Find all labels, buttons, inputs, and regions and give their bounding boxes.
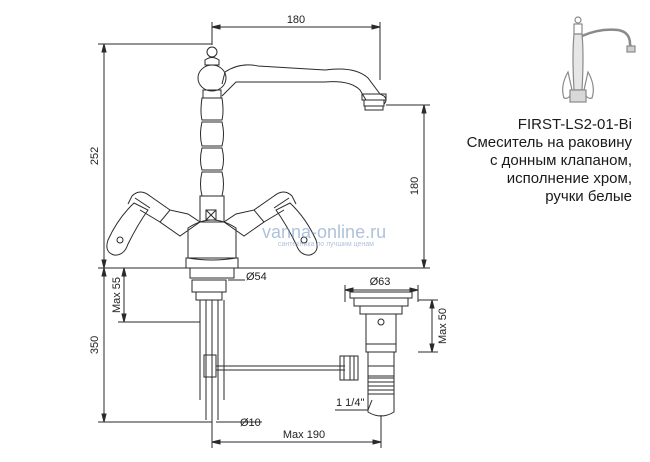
dim-label-d10: Ø10 xyxy=(240,417,261,429)
watermark-text: vanna-online.ru xyxy=(262,222,387,242)
description-line: исполнение хром, xyxy=(506,170,632,187)
dim-label-total-height: 252 xyxy=(89,147,101,165)
watermark: vanna-online.ru сантехника по лучшим цен… xyxy=(262,222,386,248)
dim-label-max55: Max 55 xyxy=(111,277,123,313)
dim-label-spout-height: 180 xyxy=(409,177,421,195)
description-line: ручки белые xyxy=(545,188,632,205)
product-code: FIRST-LS2-01-Bi xyxy=(517,116,632,133)
watermark-subtext: сантехника по лучшим ценам xyxy=(278,241,374,248)
dim-label-top-width: 180 xyxy=(287,14,305,26)
dim-label-max50: Max 50 xyxy=(437,308,449,344)
product-caption: FIRST-LS2-01-Bi Смеситель на раковину с … xyxy=(467,116,632,206)
description-line: Смеситель на раковину xyxy=(466,134,632,151)
dim-label-thread: 1 1/4" xyxy=(336,397,364,409)
dim-label-350: 350 xyxy=(89,336,101,354)
dim-label-max190: Max 190 xyxy=(283,429,325,441)
description-line: с донным клапаном, xyxy=(490,152,632,169)
product-thumbnail xyxy=(562,16,636,103)
dim-label-d63: Ø63 xyxy=(370,276,391,288)
dim-label-d54: Ø54 xyxy=(246,271,267,283)
